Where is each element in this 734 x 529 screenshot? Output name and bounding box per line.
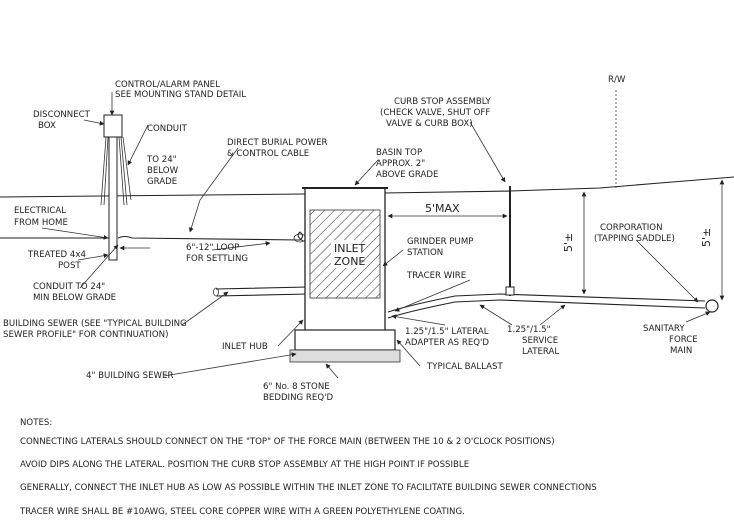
sanitary-force-main <box>705 299 719 313</box>
electrical-label: ELECTRICAL <box>14 206 66 216</box>
inlet-zone-label-bg <box>331 240 361 268</box>
electrical-label-2: FROM HOME <box>14 218 68 228</box>
disconnect-label: DISCONNECT <box>33 110 91 120</box>
grinder-label-2: STATION <box>407 248 443 258</box>
service-lateral-pipe-lower <box>387 299 706 319</box>
basin-top-label-2: APPROX. 2" <box>376 159 425 169</box>
building-sewer-label-2: SEWER PROFILE" FOR CONTINUATION) <box>3 330 168 340</box>
disconnect-label-2: BOX <box>38 121 56 131</box>
building-sewer-4-label: 4" BUILDING SEWER <box>86 371 173 381</box>
stone-label: 6" No. 8 STONE <box>263 382 330 392</box>
five-max-label: 5'MAX <box>425 202 460 215</box>
conduit-min-label-2: MIN BELOW GRADE <box>33 293 116 303</box>
curb-stop-label-2: (CHECK VALVE, SHUT OFF <box>380 108 490 118</box>
service-lateral-pipe <box>387 293 706 313</box>
conduit-wires <box>100 136 132 206</box>
sanitary-label-3: MAIN <box>670 346 692 356</box>
grinder-label: GRINDER PUMP <box>407 237 473 247</box>
note-3: GENERALLY, CONNECT THE INLET HUB AS LOW … <box>20 483 597 493</box>
curb-stop-valve <box>505 286 515 296</box>
inlet-zone-label-2: ZONE <box>334 255 365 268</box>
direct-burial-label-2: & CONTROL CABLE <box>227 149 309 159</box>
depth-label-left: 5'± <box>562 233 575 252</box>
curb-stop-label: CURB STOP ASSEMBLY <box>394 97 491 107</box>
inlet-hub-label: INLET HUB <box>222 342 268 352</box>
leader-lines <box>41 92 711 379</box>
control-panel-label: CONTROL/ALARM PANEL <box>115 80 220 90</box>
service-lateral-label-3: LATERAL <box>522 347 559 357</box>
corporation-label-2: (TAPPING SADDLE) <box>594 234 675 244</box>
note-4: TRACER WIRE SHALL BE #10AWG, STEEL CORE … <box>19 507 465 517</box>
stone-label-2: BEDDING REQ'D <box>263 393 333 403</box>
inlet-zone-label: INLET <box>334 242 366 255</box>
depth-label-right: 5'± <box>700 228 713 247</box>
basin-top-label: BASIN TOP <box>376 148 422 158</box>
tracer-wire-label: TRACER WIRE <box>406 271 466 281</box>
conduit-label-4: GRADE <box>147 177 177 187</box>
building-sewer-label: BUILDING SEWER (SEE "TYPICAL BUILDING <box>3 319 187 329</box>
notes-heading: NOTES: <box>20 418 52 428</box>
treated-post <box>108 129 118 261</box>
control-panel-label-2: SEE MOUNTING STAND DETAIL <box>115 90 246 100</box>
note-1: CONNECTING LATERALS SHOULD CONNECT ON TH… <box>20 437 555 447</box>
conduit-label-2: TO 24" <box>146 155 177 165</box>
lateral-adapter-label: 1.25"/1.5" LATERAL <box>405 327 489 337</box>
curb-stop-label-3: VALVE & CURB BOX) <box>386 119 473 129</box>
typical-ballast-label: TYPICAL BALLAST <box>426 362 503 372</box>
loop-label-2: FOR SETTLING <box>186 254 248 264</box>
conduit-label: CONDUIT <box>147 124 188 134</box>
lateral-adapter-label-2: ADAPTER AS REQ'D <box>405 338 489 348</box>
treated-post-label: TREATED 4x4 <box>27 250 86 260</box>
basin-top-label-3: ABOVE GRADE <box>376 170 439 180</box>
direct-burial-label: DIRECT BURIAL POWER <box>227 138 327 148</box>
note-2: AVOID DIPS ALONG THE LATERAL. POSITION T… <box>20 460 469 470</box>
ballast <box>294 329 396 351</box>
sanitary-label: SANITARY <box>643 324 685 334</box>
stone-bedding <box>289 349 401 363</box>
building-sewer-pipe <box>215 286 309 297</box>
conduit-label-3: BELOW <box>147 166 179 176</box>
disconnect-box <box>103 114 123 138</box>
corporation-label: CORPORATION <box>600 223 663 233</box>
pipe-end <box>213 287 219 297</box>
treated-post-label-2: POST <box>58 261 81 271</box>
sanitary-label-2: FORCE <box>669 335 698 345</box>
rw-label: R/W <box>608 75 626 85</box>
service-lateral-label: 1.25"/1.5" <box>507 325 551 335</box>
service-lateral-label-2: SERVICE <box>522 336 558 346</box>
burial-cable <box>117 231 308 242</box>
loop-label: 6"-12" LOOP <box>186 243 239 253</box>
conduit-min-label: CONDUIT TO 24" <box>33 282 105 292</box>
